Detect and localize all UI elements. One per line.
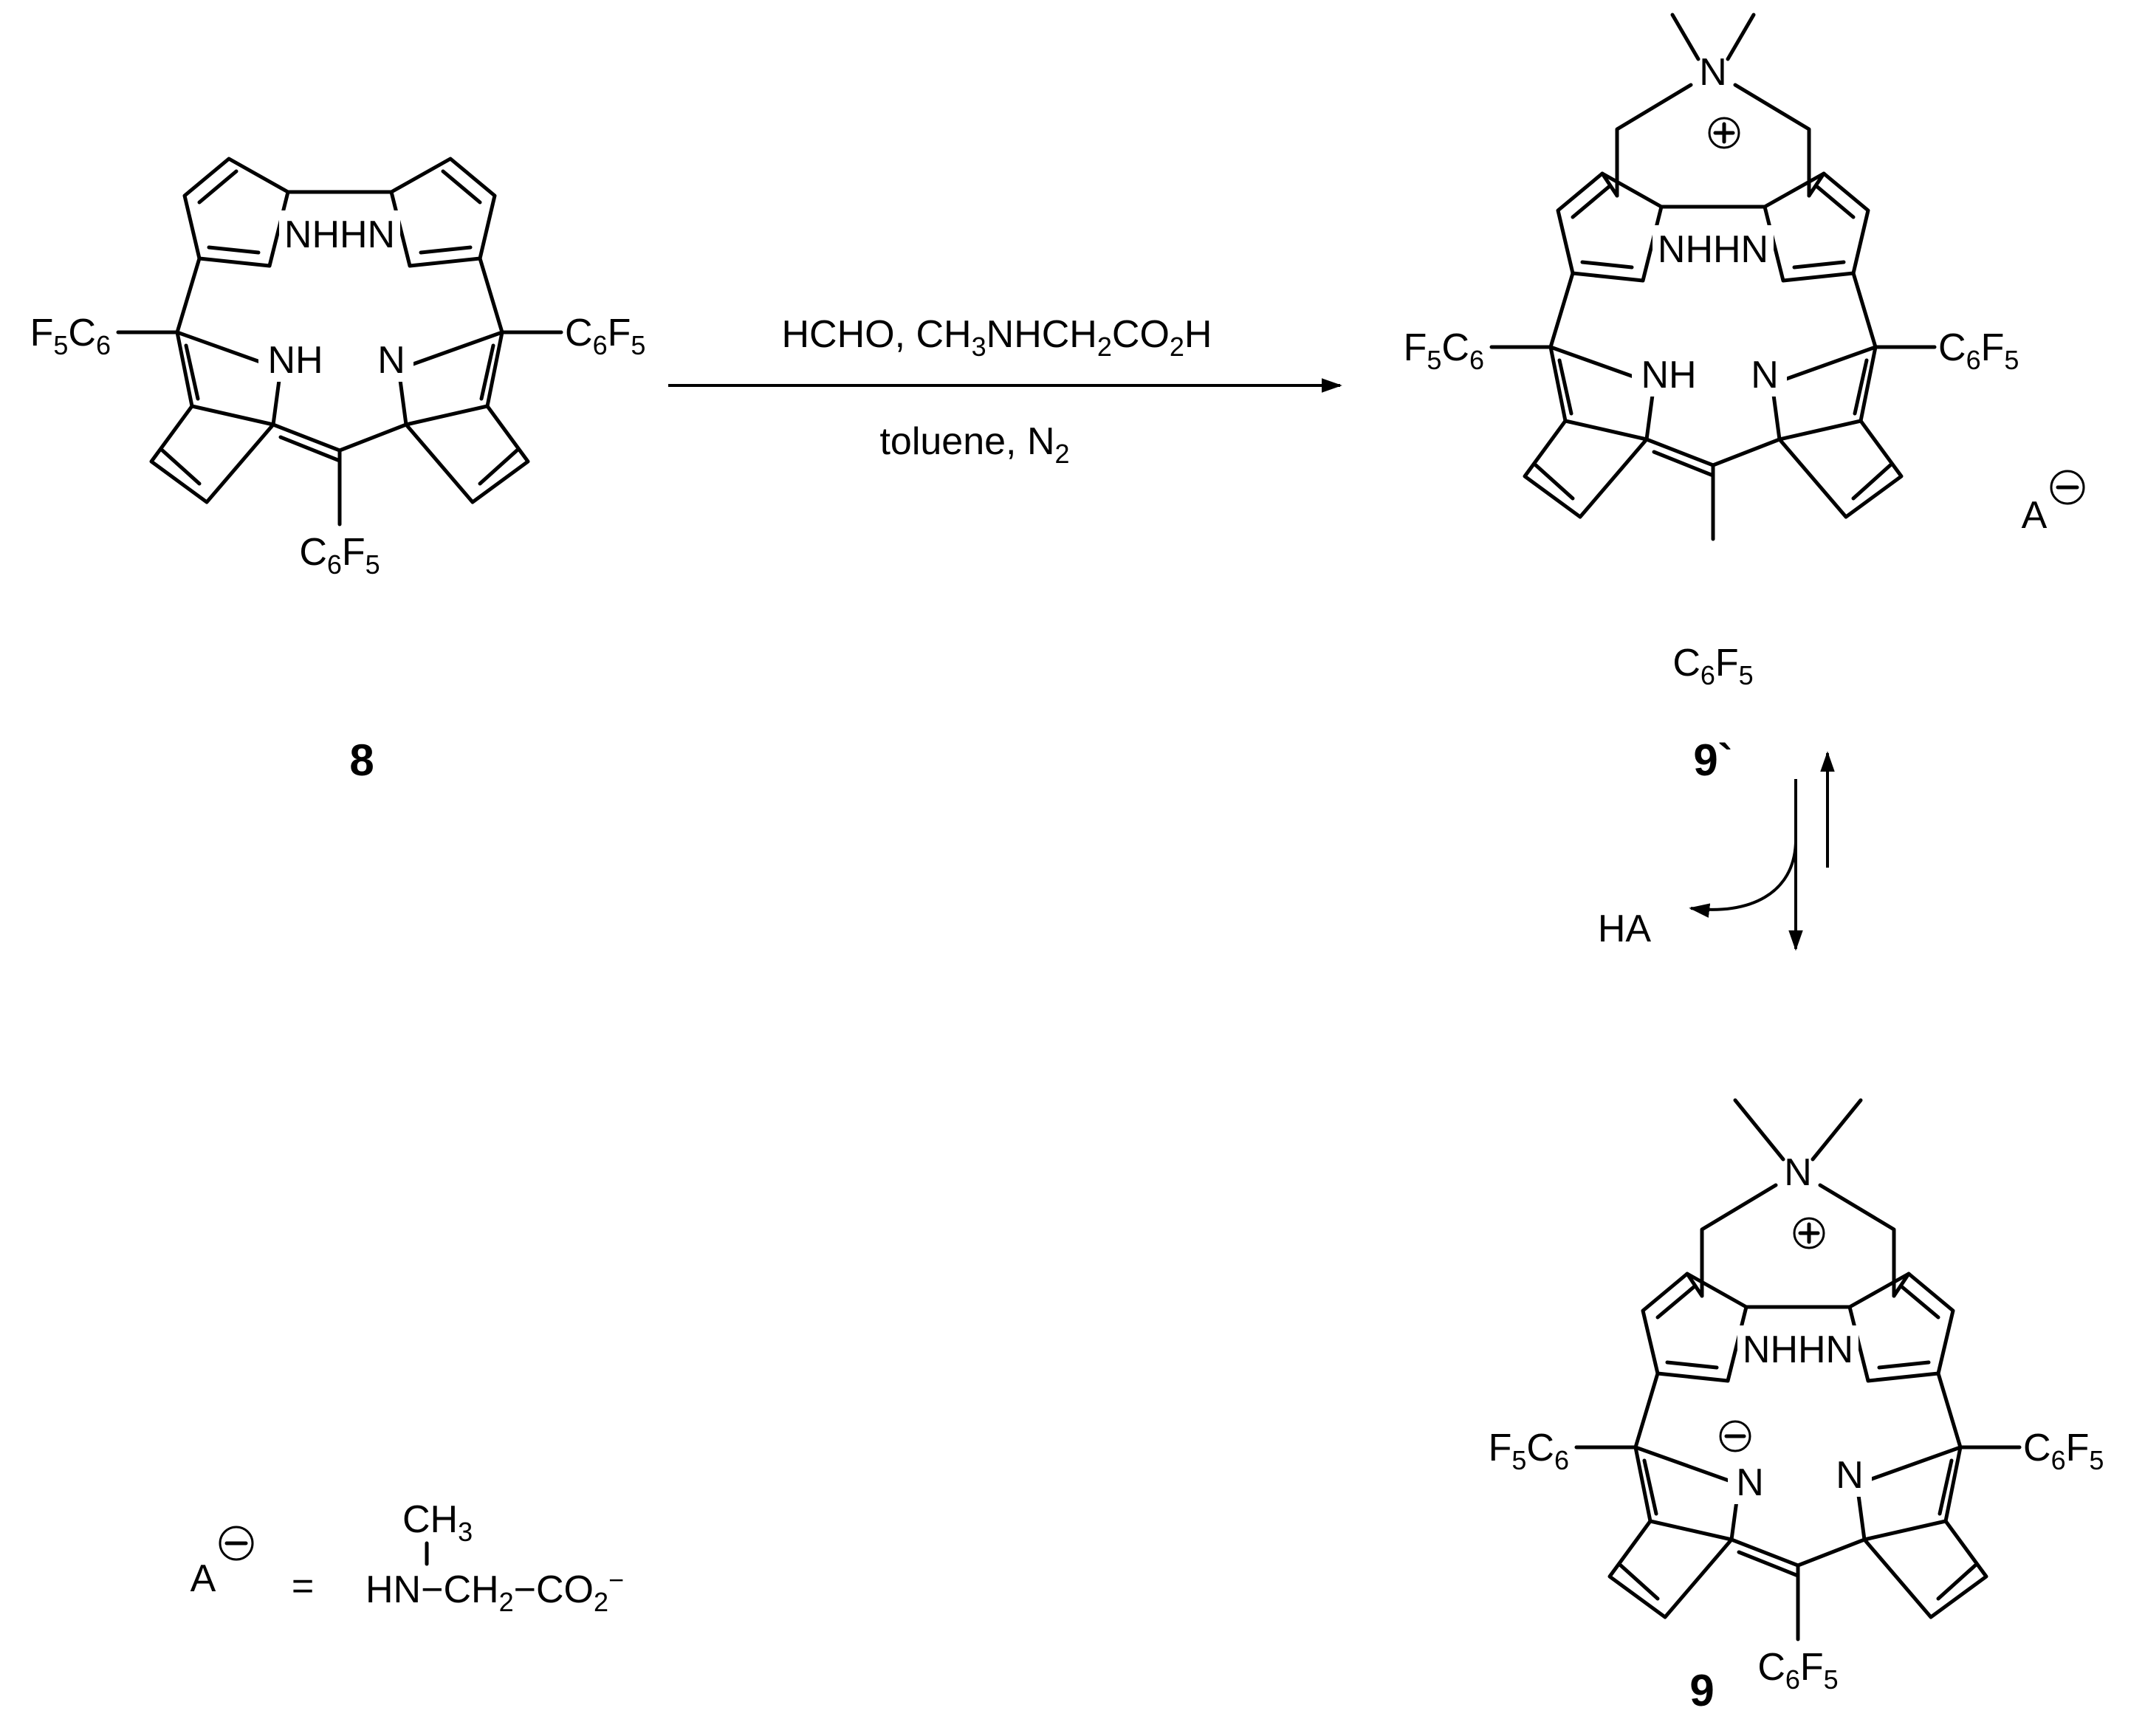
aryl-right-label: C6F5: [565, 312, 645, 360]
aryl-bottom-label: C6F5: [1757, 1646, 1838, 1695]
anion-methyl-label: CH3: [402, 1498, 473, 1547]
ammonium-n-label: N: [1699, 51, 1727, 94]
ammonium-n-label: N: [1784, 1151, 1812, 1194]
counterion-label: A: [2022, 494, 2048, 537]
aryl-right-label: C6F5: [2023, 1427, 2104, 1475]
aryl-bottom-label: C6F5: [299, 531, 380, 580]
aryl-left-label: F5C6: [1404, 326, 1484, 375]
n-label: N: [1836, 1454, 1864, 1497]
equals-sign: =: [292, 1565, 314, 1608]
compound-9-prime-number: 9`: [1693, 735, 1732, 785]
aryl-bottom-label: C6F5: [1672, 642, 1753, 690]
compound-9-prime: N NHHN NH N F5C6 C6F5 C6F5: [1404, 13, 2019, 690]
n-label: N: [377, 339, 405, 382]
n-label: N: [1751, 354, 1779, 397]
anion-formula: HN−CH2−CO2−: [365, 1565, 624, 1617]
nh-label: NH: [267, 339, 323, 382]
compound-8: NHHN NH N F5C6 C6F5 C6F5: [30, 159, 645, 580]
nhhn-label: NHHN: [1743, 1328, 1853, 1371]
byproduct-curved-arrow: [1689, 841, 1797, 918]
aryl-left-label: F5C6: [1489, 1427, 1569, 1475]
reagents-line-2: toluene, N2: [879, 420, 1069, 469]
compound-9-number: 9: [1689, 1666, 1714, 1715]
reagents-line-1: HCHO, CH3NHCH2CO2H: [782, 313, 1212, 362]
nhhn-label: NHHN: [284, 213, 395, 256]
byproduct-label: HA: [1598, 908, 1652, 950]
nh-label: NH: [1641, 354, 1696, 397]
compound-8-number: 8: [349, 735, 374, 785]
anion-symbol: A: [191, 1557, 216, 1600]
aryl-right-label: C6F5: [1938, 326, 2019, 375]
compound-9: N NHHN N N F5C6 C6F5 C6F5: [1489, 1098, 2104, 1695]
aryl-left-label: F5C6: [30, 312, 111, 360]
nhhn-label: NHHN: [1658, 228, 1768, 271]
n-minus-label: N: [1736, 1461, 1764, 1504]
anion-definition: A = CH3 HN−CH2−CO2−: [191, 1498, 624, 1617]
